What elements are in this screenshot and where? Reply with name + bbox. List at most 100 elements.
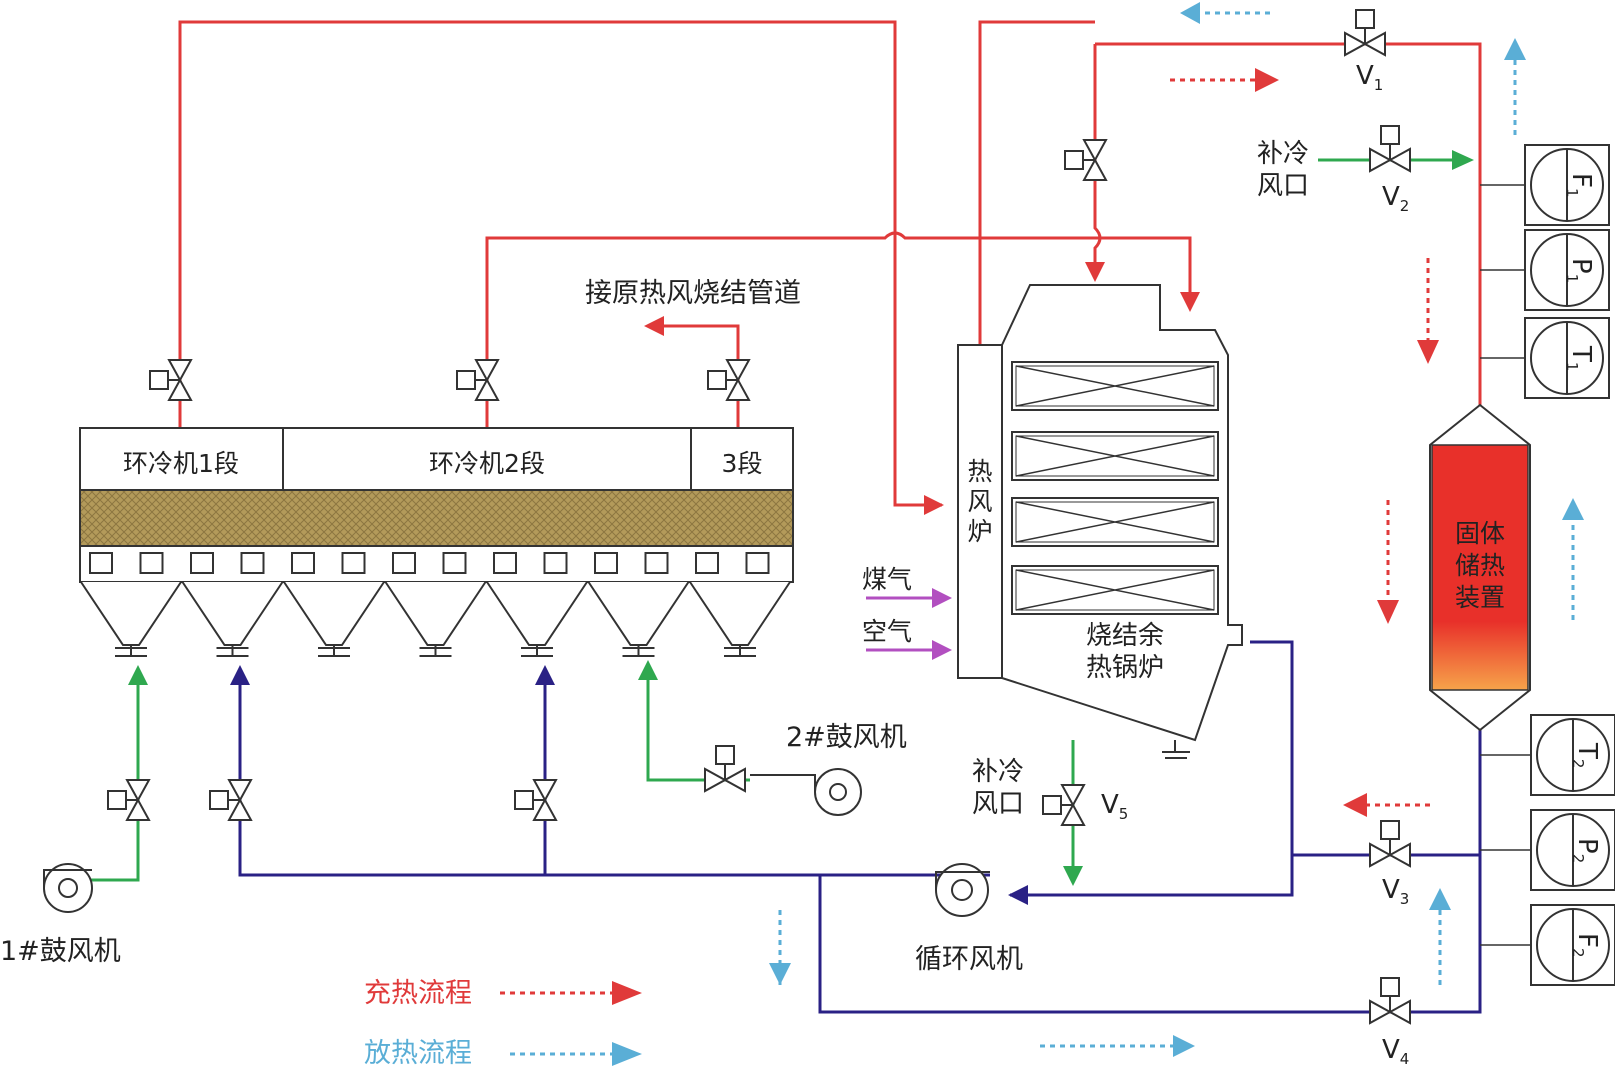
cooler-seg2-label: 环冷机2段	[429, 449, 545, 478]
pallet-car	[392, 552, 416, 574]
circulating-fan-icon	[935, 863, 990, 917]
gauge-label-p2: P2	[1569, 838, 1602, 863]
pallet-car	[190, 552, 214, 574]
coil-bank	[1011, 361, 1219, 411]
coil-bank	[1011, 565, 1219, 615]
valve-disch-1[interactable]	[209, 779, 253, 821]
pallet-cars	[89, 552, 770, 574]
pallet-car	[240, 552, 265, 574]
legend-charge-label: 充热流程	[364, 978, 472, 1009]
hot-stove-char-2: 风	[967, 487, 992, 516]
hot-stove-char-3: 炉	[967, 517, 992, 546]
solid-heat-storage: 固体 储热 装置	[1429, 403, 1531, 732]
fan-1-label: 1#鼓风机	[0, 936, 121, 967]
storage-label-2: 储热	[1455, 551, 1505, 580]
valve-disch-2[interactable]	[514, 779, 558, 821]
fan-2-label: 2#鼓风机	[786, 722, 907, 753]
storage-label-1: 固体	[1455, 519, 1505, 548]
v4-label: V4	[1382, 1035, 1409, 1068]
gas-label: 煤气	[862, 565, 912, 594]
ring-cooler: 环冷机1段 环冷机2段 3段	[79, 427, 794, 657]
legend-discharge-label: 放热流程	[364, 1038, 472, 1069]
pallet-car	[493, 552, 517, 574]
discharge-pipes	[238, 640, 1482, 1014]
valve-fan1[interactable]	[107, 779, 151, 821]
valve-labels: V1 V2 V3 V4 V5	[1101, 61, 1409, 1068]
cold-inlet-bottom-1: 补冷	[972, 757, 1024, 787]
hot-stove: 热 风 炉	[957, 344, 1003, 679]
v3-label: V3	[1382, 875, 1409, 908]
valve-boiler-branch[interactable]	[1064, 139, 1108, 181]
hopper	[486, 581, 588, 657]
pipe-header-v1	[1095, 42, 1482, 405]
pipe-seg1-to-hot-stove	[178, 20, 942, 507]
charge-arrowheads	[644, 262, 1200, 515]
valve-v1[interactable]	[1344, 9, 1386, 57]
pipe-seg2-to-boiler	[485, 231, 1192, 430]
pallet-car	[644, 552, 669, 574]
hopper	[80, 581, 182, 657]
valve-v4[interactable]	[1369, 977, 1411, 1025]
pipe-branch-boiler	[1093, 44, 1102, 275]
instrument-taps	[1480, 184, 1532, 946]
pallet-car	[695, 552, 719, 574]
air-hoppers	[80, 581, 791, 657]
coil-bank	[1011, 497, 1219, 547]
pallet-car	[291, 552, 315, 574]
gauge-t1: T1	[1524, 317, 1610, 399]
gauge-f1: F1	[1524, 144, 1610, 226]
hopper	[181, 581, 284, 657]
flow-arrows	[769, 2, 1584, 1057]
boiler-label-2: 热锅炉	[1086, 653, 1164, 683]
valve-seg2[interactable]	[456, 359, 500, 401]
v5-label: V5	[1101, 790, 1128, 823]
sinter-bed	[79, 489, 794, 547]
valve-group	[107, 9, 1411, 1025]
circ-fan-label: 循环风机	[915, 944, 1023, 975]
gauge-label-f2: F2	[1569, 933, 1602, 958]
legend: 充热流程 放热流程	[364, 978, 642, 1069]
waste-heat-boiler: 烧结余 热锅炉	[1001, 284, 1243, 759]
pipe-stove-top	[978, 20, 1095, 345]
pallet-car	[594, 552, 618, 574]
valve-seg3[interactable]	[707, 359, 751, 401]
valve-fan2[interactable]	[704, 745, 746, 793]
storage-label-3: 装置	[1455, 583, 1505, 612]
valve-v5[interactable]	[1042, 784, 1086, 826]
gauge-label-p1: P1	[1563, 258, 1596, 283]
gauge-p1: P1	[1524, 229, 1610, 311]
cold-inlet-top-1: 补冷	[1257, 139, 1309, 169]
gauge-label-f1: F1	[1563, 173, 1596, 198]
pallet-car	[341, 552, 366, 574]
v1-label: V1	[1356, 61, 1383, 94]
heat-exchange-coils	[1011, 361, 1219, 615]
charge-pipes	[178, 20, 1482, 507]
air-label: 空气	[862, 617, 912, 646]
pallet-car	[442, 552, 467, 574]
boiler-drain	[1162, 740, 1190, 759]
gauge-label-t1: T1	[1563, 345, 1596, 371]
hopper	[384, 581, 487, 657]
hopper	[587, 581, 690, 657]
pallet-row	[79, 545, 794, 583]
valve-v2[interactable]	[1369, 125, 1411, 173]
gauge-label-t2: T2	[1569, 742, 1602, 768]
pallet-car	[745, 552, 770, 574]
original-pipe-label: 接原热风烧结管道	[585, 278, 801, 309]
cooler-seg1-label: 环冷机1段	[123, 449, 239, 478]
boiler-label-1: 烧结余	[1086, 621, 1164, 651]
cold-inlet-bottom-2: 风口	[972, 789, 1024, 819]
gauge-p2: P2	[1530, 809, 1615, 891]
v2-label: V2	[1382, 182, 1409, 215]
pallet-car	[89, 552, 113, 574]
hopper	[283, 581, 385, 657]
valve-v3[interactable]	[1369, 820, 1411, 868]
gauge-f2: F2	[1530, 904, 1615, 986]
hot-stove-char-1: 热	[967, 457, 992, 486]
legend-discharge-arrow	[612, 1042, 642, 1066]
valve-seg1[interactable]	[149, 359, 193, 401]
fan-1-icon	[43, 863, 93, 913]
